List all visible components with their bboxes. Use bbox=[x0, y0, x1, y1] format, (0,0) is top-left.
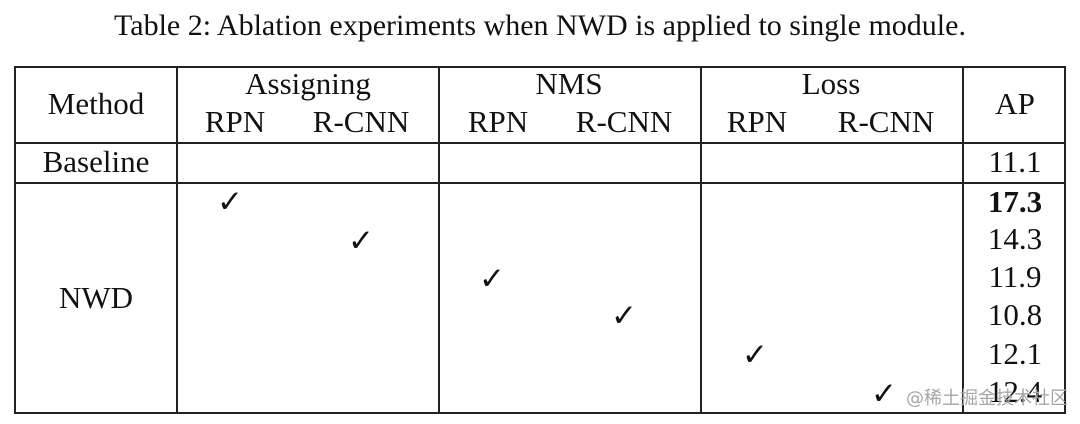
subheader-nms-rpn: RPN bbox=[467, 104, 529, 139]
ablation-table: Method Assigning RPN R-CNN NMS RPN R-CNN… bbox=[14, 66, 1066, 414]
assigning-column-divider bbox=[438, 66, 440, 414]
top-border bbox=[14, 66, 1066, 68]
subheader-assigning-rpn: RPN bbox=[204, 104, 266, 139]
checkmark-icon: ✓ bbox=[348, 223, 374, 258]
header-separator bbox=[14, 142, 1066, 144]
group-header-nms: NMS bbox=[535, 66, 603, 101]
group-header-loss: Loss bbox=[801, 66, 861, 101]
group-header-assigning: Assigning bbox=[245, 66, 371, 101]
watermark-text: @稀土掘金技术社区 bbox=[906, 388, 1068, 409]
nwd-ap-value: 11.9 bbox=[988, 259, 1042, 294]
nwd-method-cell: NWD bbox=[58, 280, 134, 315]
checkmark-icon: ✓ bbox=[742, 337, 768, 372]
subheader-nms-rcnn: R-CNN bbox=[575, 104, 673, 139]
baseline-ap-value: 11.1 bbox=[988, 144, 1042, 179]
nwd-ap-value: 12.4 bbox=[987, 374, 1043, 409]
left-border bbox=[14, 66, 16, 414]
nwd-ap-value: 14.3 bbox=[987, 221, 1043, 256]
subheader-loss-rcnn: R-CNN bbox=[837, 104, 935, 139]
loss-column-divider bbox=[962, 66, 964, 414]
subheader-loss-rpn: RPN bbox=[726, 104, 788, 139]
baseline-method-cell: Baseline bbox=[42, 144, 150, 179]
checkmark-icon: ✓ bbox=[611, 298, 637, 333]
table-caption: Table 2: Ablation experiments when NWD i… bbox=[114, 9, 966, 42]
method-header: Method bbox=[47, 86, 145, 121]
checkmark-icon: ✓ bbox=[217, 184, 243, 219]
checkmark-icon: ✓ bbox=[871, 376, 897, 411]
nwd-ap-value: 12.1 bbox=[987, 336, 1043, 371]
ap-header: AP bbox=[995, 86, 1035, 121]
right-border bbox=[1064, 66, 1066, 414]
checkmark-icon: ✓ bbox=[479, 261, 505, 296]
bottom-border bbox=[14, 412, 1066, 414]
baseline-separator bbox=[14, 182, 1066, 184]
method-column-divider bbox=[176, 66, 178, 414]
nms-column-divider bbox=[700, 66, 702, 414]
nwd-ap-value: 10.8 bbox=[987, 297, 1043, 332]
subheader-assigning-rcnn: R-CNN bbox=[312, 104, 410, 139]
nwd-ap-value: 17.3 bbox=[987, 184, 1043, 219]
